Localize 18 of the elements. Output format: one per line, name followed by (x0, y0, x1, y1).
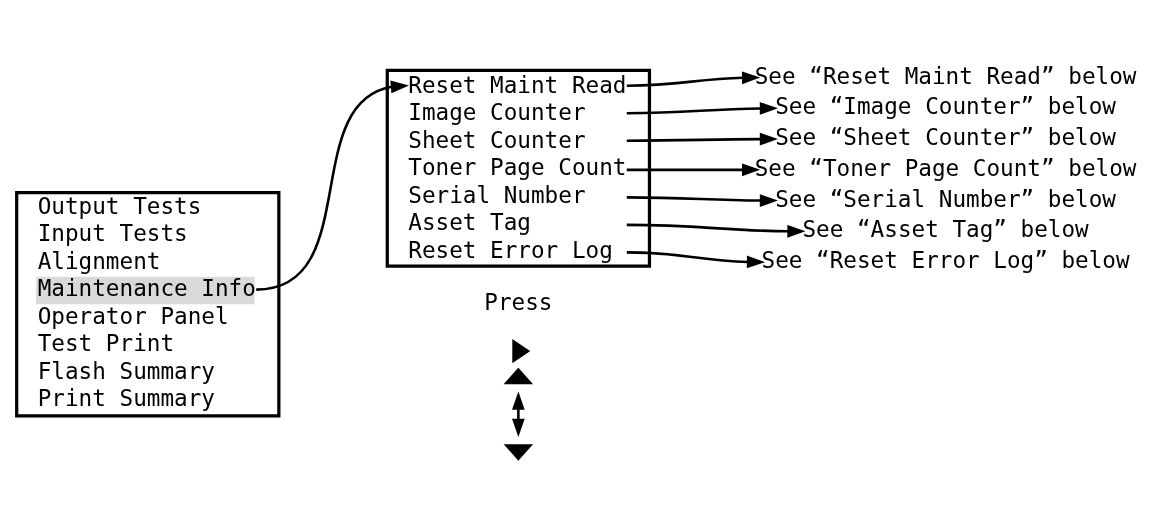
arrow (626, 223, 806, 238)
node-text: See “Reset Maint Read” below (754, 62, 1137, 89)
label: Press (484, 289, 553, 316)
node-box: Output Tests Input Tests Alignment Maintenance Info Operator Panel Test Print Flash Summary Print Summary (15, 190, 281, 418)
node-text: See “Serial Number” below (775, 185, 1116, 212)
node-text: See “Toner Page Count” below (754, 154, 1137, 181)
arrow (626, 132, 778, 146)
node-box: Reset Maint Read Image Counter Sheet Counter Toner Page Count Serial Number Asset Tag Reset Error Log (385, 68, 652, 268)
node-text: See “Sheet Counter” below (775, 124, 1116, 151)
node-text: See “Asset Tag” below (802, 216, 1089, 243)
arrow (626, 102, 778, 115)
node-text: See “Image Counter” below (775, 93, 1116, 120)
arrow (626, 251, 766, 269)
arrow (626, 163, 761, 177)
arrow (256, 80, 409, 291)
arrow (626, 194, 778, 207)
arrow (626, 71, 761, 87)
node-text: See “Reset Error Log” below (761, 247, 1130, 274)
